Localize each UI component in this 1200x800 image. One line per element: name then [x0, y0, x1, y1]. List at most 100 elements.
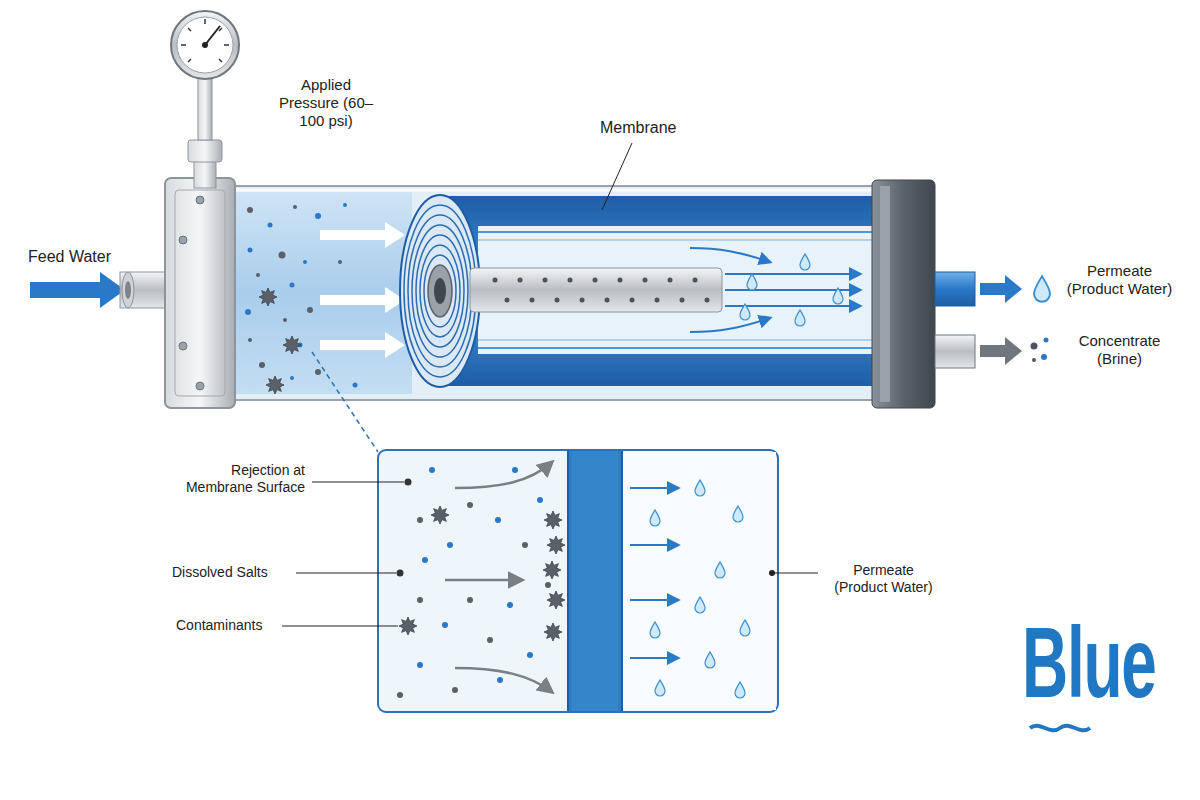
detail-inset	[378, 450, 778, 712]
outlet-label: Concentrate (Brine)	[1079, 332, 1161, 367]
detail-inset	[621, 451, 623, 711]
inset-particles	[467, 502, 473, 508]
pressure-gauge	[171, 11, 239, 79]
pressure-gauge	[219, 28, 222, 31]
permeate-tube	[568, 278, 573, 283]
inset-particles	[429, 467, 435, 473]
outlet-label: Permeate (Product Water)	[1067, 262, 1172, 297]
membrane-element	[420, 245, 460, 337]
inlet-pipe	[125, 281, 131, 299]
concentrate-outlet	[935, 335, 1049, 368]
permeate-tube	[580, 298, 585, 303]
feed-arrow	[30, 272, 125, 308]
pressure-gauge	[219, 59, 222, 62]
permeate-tube	[643, 278, 648, 283]
concentrate-outlet	[1044, 338, 1049, 343]
detail-inset	[378, 450, 778, 712]
feed-particles	[315, 213, 321, 219]
water-drops	[800, 254, 810, 270]
inlet-flange	[196, 196, 204, 204]
feed-particles	[248, 338, 252, 342]
inset-drops	[733, 506, 743, 522]
inset-pointer	[312, 352, 378, 452]
water-drops	[833, 288, 843, 304]
pressure-housing	[232, 186, 880, 400]
permeate-flow-inset	[630, 599, 678, 601]
flow-arrows	[320, 287, 405, 313]
inset-particles	[431, 506, 449, 524]
callout-label-box: Contaminants	[176, 617, 280, 634]
inlet-flange	[165, 178, 235, 408]
rejection-flow	[455, 462, 552, 488]
membrane-element	[400, 195, 872, 387]
pressure-gauge	[188, 59, 191, 62]
pressure-gauge	[188, 28, 191, 31]
permeate-tube	[555, 298, 560, 303]
rejection-flow	[455, 668, 552, 692]
water-drops	[795, 310, 805, 326]
pressure-gauge	[205, 26, 220, 45]
inlet-label: Feed Water	[28, 248, 111, 265]
permeate-outlet	[935, 272, 1050, 306]
permeate-tube	[470, 268, 722, 312]
feed-particles	[353, 383, 358, 388]
permeate-tube	[505, 298, 510, 303]
feed-particles	[248, 248, 253, 253]
end-cap	[872, 180, 935, 408]
feed-particles	[266, 376, 284, 394]
permeate-outlet	[1034, 276, 1050, 302]
inset-particles	[544, 511, 562, 529]
inlet-flange	[179, 236, 187, 244]
membrane-element	[404, 205, 476, 377]
permeate-tube	[680, 298, 685, 303]
part-label-box: Membrane	[600, 118, 710, 137]
inlet-pipe	[120, 272, 170, 308]
inlet-flange	[179, 342, 187, 350]
permeate-tube	[530, 298, 535, 303]
inlet-flange	[196, 382, 204, 390]
pressure-gauge	[188, 140, 222, 162]
membrane-element	[478, 231, 872, 233]
inset-particles	[467, 597, 473, 603]
inset-drops	[740, 620, 750, 636]
concentrate-outlet	[1031, 343, 1038, 350]
feed-particles	[338, 260, 342, 264]
callout-label-box: Dissolved Salts	[172, 564, 292, 581]
inlet-flange	[165, 178, 235, 408]
feed-particles	[279, 252, 286, 259]
detail-inset	[622, 452, 776, 710]
inset-particles	[417, 517, 423, 523]
inset-particles	[512, 467, 518, 473]
permeate-outlet	[935, 272, 975, 306]
concentrate-outlet	[1032, 358, 1036, 362]
inset-particles	[417, 597, 423, 603]
permeate-tube	[518, 278, 523, 283]
permeate-tube	[605, 298, 610, 303]
pressure-housing	[232, 189, 880, 192]
brand-logo-box: Blue	[1022, 612, 1182, 712]
leader-lines	[772, 573, 818, 574]
pressure-housing	[232, 192, 412, 394]
detail-inset	[567, 451, 569, 711]
leader-lines	[296, 573, 396, 574]
permeate-flow	[725, 273, 860, 275]
membrane-element	[478, 339, 872, 341]
feed-particles	[315, 369, 321, 375]
inset-particles	[544, 623, 562, 641]
permeate-tube	[493, 278, 498, 283]
membrane-element	[408, 215, 472, 367]
pressure-gauge	[181, 19, 229, 62]
callout-label-box: Permeate (Product Water)	[826, 562, 941, 596]
inset-particles	[507, 602, 513, 608]
feed-particles	[307, 307, 313, 313]
callout-label: Permeate (Product Water)	[834, 562, 932, 595]
flow-arrows	[320, 332, 405, 358]
inlet-flange	[175, 190, 225, 396]
inlet-pipe	[122, 272, 134, 308]
callout-label-box: Rejection at Membrane Surface	[175, 462, 305, 496]
inset-particles	[547, 591, 565, 609]
membrane-element	[478, 239, 872, 241]
pressure-label: Applied Pressure (60–100 psi)	[279, 76, 373, 129]
callout-label: Dissolved Salts	[172, 564, 268, 580]
inset-drops	[650, 510, 660, 526]
